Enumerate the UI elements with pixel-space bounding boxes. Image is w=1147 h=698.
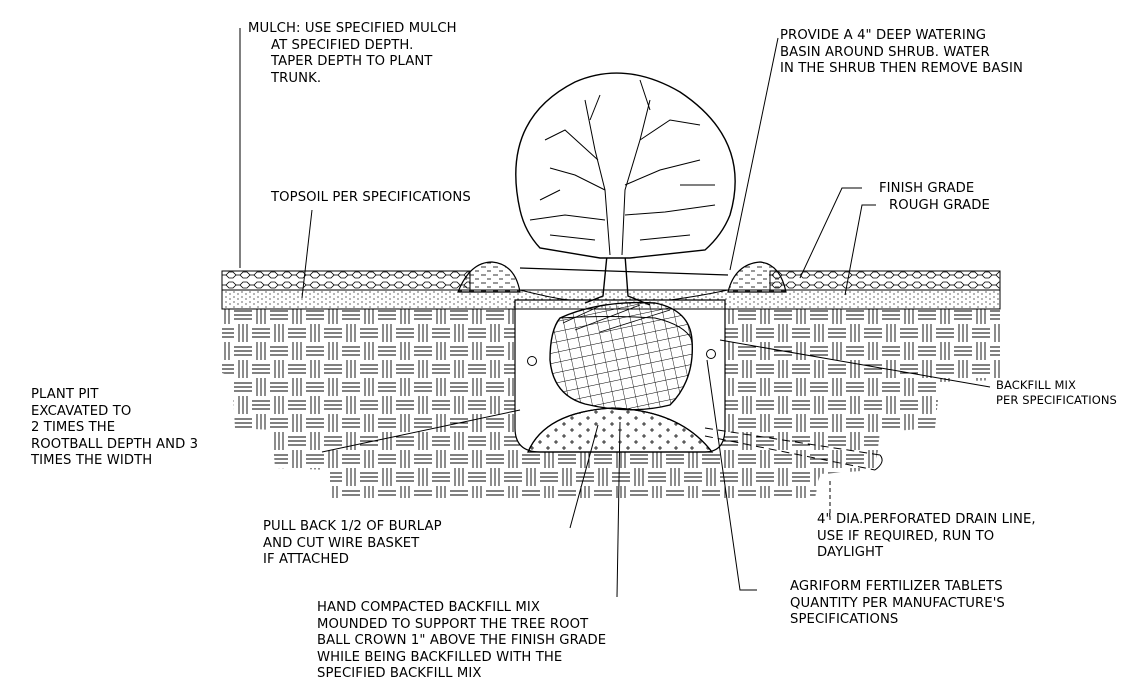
drain-line-note-line: 4" DIA.PERFORATED DRAIN LINE,: [817, 512, 1036, 527]
fertilizer-note-line: AGRIFORM FERTILIZER TABLETS: [790, 579, 1003, 594]
finish-grade-note: FINISH GRADE: [879, 181, 974, 198]
drain-line-note-line: USE IF REQUIRED, RUN TO: [817, 528, 995, 544]
watering-basin-berm-left: [457, 261, 521, 293]
drain-line-note-line: DAYLIGHT: [817, 545, 884, 560]
fertilizer-tablet-left: [527, 356, 537, 366]
topsoil-note-line: TOPSOIL PER SPECIFICATIONS: [271, 190, 471, 205]
watering-basin-berm-right: [727, 261, 787, 293]
backfill-mix-note-line: BACKFILL MIX: [996, 378, 1076, 392]
finish-grade-label: FINISH GRADE: [879, 181, 975, 196]
drain-line: [704, 427, 883, 471]
hand-compacted-note-line: WHILE BEING BACKFILLED WITH THE: [317, 649, 563, 665]
burlap-note-line: IF ATTACHED: [263, 552, 350, 567]
hand-compacted-note-line: MOUNDED TO SUPPORT THE TREE ROOT: [317, 616, 589, 632]
rough-grade-note: ROUGH GRADE: [889, 198, 990, 215]
watering-basin-note: PROVIDE A 4" DEEP WATERING BASIN AROUND …: [780, 28, 1023, 78]
plant-pit-note-line: ROOTBALL DEPTH AND 3: [31, 436, 199, 452]
burlap-note-line: PULL BACK 1/2 OF BURLAP: [263, 519, 442, 534]
mulch-note-line: AT SPECIFIED DEPTH.: [271, 37, 414, 53]
plant-pit-note-line: 2 TIMES THE: [31, 420, 116, 435]
tree-canopy: [515, 72, 736, 259]
plant-pit-note-line: EXCAVATED TO: [31, 403, 132, 419]
plant-pit-note: PLANT PIT EXCAVATED TO 2 TIMES THE ROOTB…: [31, 387, 198, 470]
mulch-note-line: TAPER DEPTH TO PLANT: [271, 54, 433, 69]
mulch-note: MULCH: USE SPECIFIED MULCH AT SPECIFIED …: [248, 21, 457, 87]
drain-line-note: 4" DIA.PERFORATED DRAIN LINE, USE IF REQ…: [817, 512, 1036, 562]
mulch-left: [221, 270, 471, 291]
plant-pit-note-line: TIMES THE WIDTH: [31, 453, 153, 468]
burlap-note: PULL BACK 1/2 OF BURLAP AND CUT WIRE BAS…: [263, 519, 442, 569]
fertilizer-note: AGRIFORM FERTILIZER TABLETS QUANTITY PER…: [790, 579, 1005, 629]
hand-compacted-note-line: SPECIFIED BACKFILL MIX: [317, 666, 482, 681]
canopy-branches: [529, 79, 716, 256]
backfill-mix-note-line: PER SPECIFICATIONS: [996, 393, 1117, 407]
fertilizer-note-line: QUANTITY PER MANUFACTURE'S: [790, 595, 1005, 611]
topsoil-note: TOPSOIL PER SPECIFICATIONS: [271, 190, 471, 207]
burlap-note-line: AND CUT WIRE BASKET: [263, 535, 420, 551]
mulch-note-line: TRUNK.: [271, 70, 322, 86]
hand-compacted-note-line: HAND COMPACTED BACKFILL MIX: [317, 600, 541, 615]
plant-pit-note-line: PLANT PIT: [31, 387, 99, 402]
fertilizer-tablet-right: [706, 349, 716, 359]
watering-basin-note-line: IN THE SHRUB THEN REMOVE BASIN: [780, 61, 1023, 76]
root-ball: [549, 301, 694, 411]
leader-lines: [239, 28, 991, 598]
watering-basin-note-line: PROVIDE A 4" DEEP WATERING: [780, 28, 987, 43]
fertilizer-note-line: SPECIFICATIONS: [790, 612, 899, 627]
watering-basin-note-line: BASIN AROUND SHRUB. WATER: [780, 44, 990, 60]
mulch-right: [769, 270, 1001, 291]
backfill-mix-note: BACKFILL MIX PER SPECIFICATIONS: [996, 378, 1117, 408]
rough-grade-label: ROUGH GRADE: [889, 198, 990, 213]
mulch-note-line: MULCH: USE SPECIFIED MULCH: [248, 21, 457, 36]
hand-compacted-note: HAND COMPACTED BACKFILL MIX MOUNDED TO S…: [317, 600, 606, 683]
hand-compacted-note-line: BALL CROWN 1" ABOVE THE FINISH GRADE: [317, 633, 607, 648]
tree-trunk: [584, 254, 651, 306]
